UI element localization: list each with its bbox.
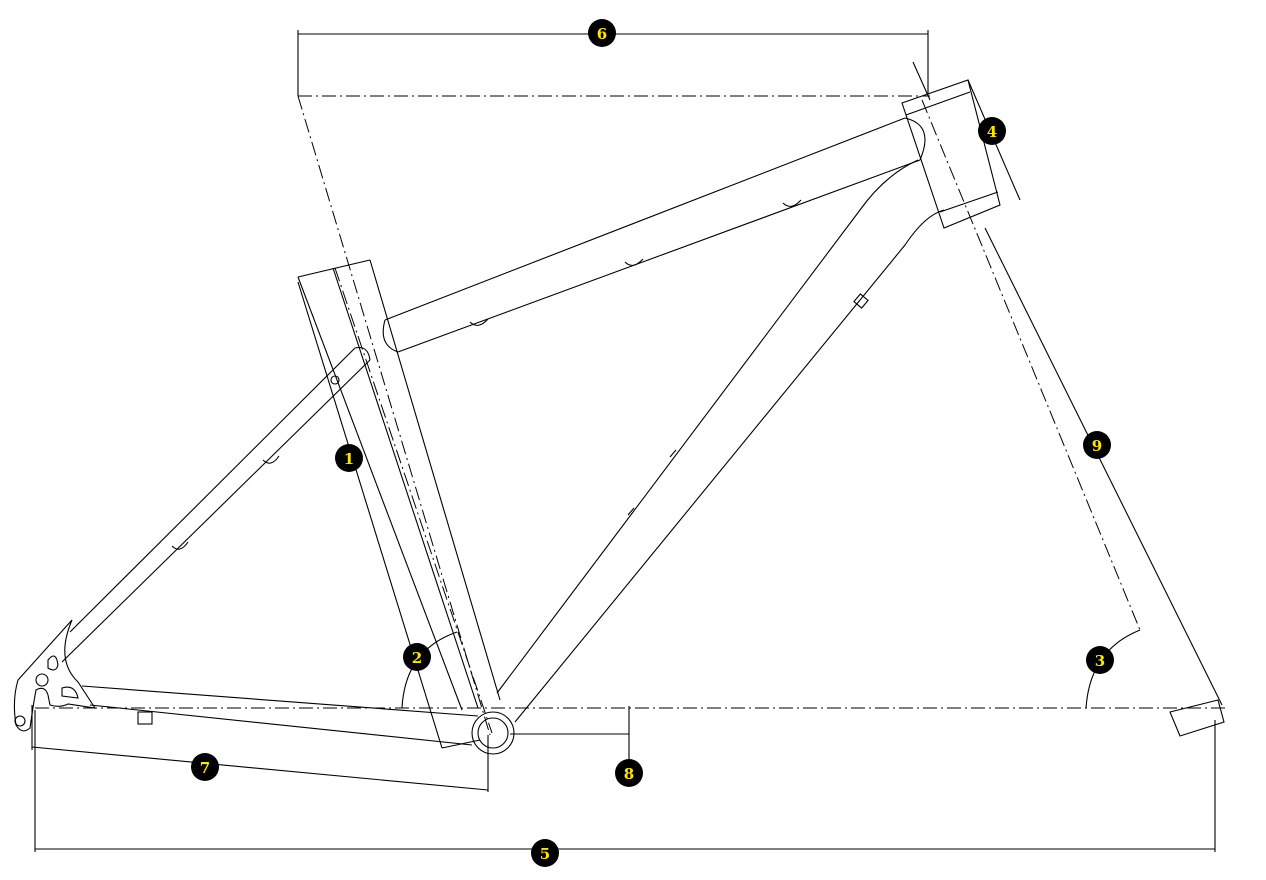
head-tube bbox=[901, 79, 1001, 229]
rear-dropout bbox=[13, 619, 97, 732]
svg-text:6: 6 bbox=[597, 25, 607, 43]
seat-stay bbox=[61, 346, 371, 663]
marker-8: 8 bbox=[615, 759, 643, 787]
marker-1: 1 bbox=[335, 444, 363, 472]
bottom-bracket bbox=[471, 711, 515, 755]
marker-4: 4 bbox=[978, 117, 1006, 145]
centerlines bbox=[35, 95, 1228, 736]
down-tube bbox=[496, 159, 945, 723]
svg-text:7: 7 bbox=[200, 759, 210, 777]
top-tube bbox=[382, 117, 926, 353]
marker-9: 9 bbox=[1083, 431, 1111, 459]
seat-tube bbox=[297, 259, 501, 711]
svg-text:1: 1 bbox=[344, 450, 354, 468]
svg-text:3: 3 bbox=[1095, 652, 1105, 670]
marker-7: 7 bbox=[191, 753, 219, 781]
svg-text:5: 5 bbox=[540, 845, 550, 863]
svg-text:8: 8 bbox=[624, 765, 634, 783]
marker-3: 3 bbox=[1086, 646, 1114, 674]
svg-text:4: 4 bbox=[987, 123, 997, 141]
svg-text:2: 2 bbox=[412, 649, 422, 667]
dimension-lines bbox=[31, 30, 1225, 852]
marker-6: 6 bbox=[588, 19, 616, 47]
chain-stay bbox=[81, 685, 479, 746]
svg-text:9: 9 bbox=[1092, 437, 1102, 455]
marker-5: 5 bbox=[531, 839, 559, 867]
marker-2: 2 bbox=[403, 643, 431, 671]
